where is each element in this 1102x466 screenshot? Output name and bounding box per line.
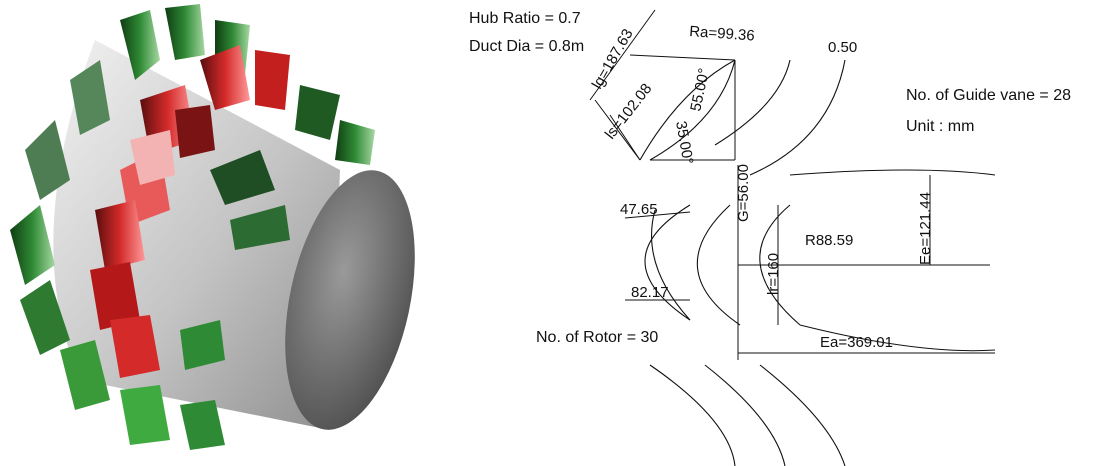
turbine-3d-render [10, 4, 415, 450]
dim-ee: Ee=121.44 [917, 192, 934, 265]
dim-angle-55: 55.00° [687, 67, 713, 113]
dim-g: G=56.00 [735, 164, 752, 222]
dim-ea: Ea=369.01 [820, 334, 893, 351]
dim-angle-35: 35.00° [672, 120, 696, 166]
guide-vane-count-label: No. of Guide vane = 28 [906, 87, 1071, 104]
lower-vanes [649, 364, 846, 466]
dim-r8859: R88.59 [805, 232, 853, 249]
dim-ra: Ra=99.36 [689, 23, 756, 45]
rotor-count-label: No. of Rotor = 30 [536, 329, 658, 346]
hub-end-cap [285, 170, 415, 430]
rotor-cascade [624, 165, 996, 360]
dim-8217: 82.17 [631, 284, 669, 301]
rotor-blades [90, 45, 290, 378]
dim-ls: ls=102.08 [602, 80, 656, 142]
dim-4765: 47.65 [620, 201, 658, 218]
dim-lr: lr=160 [765, 253, 782, 295]
dim-lg: lg=187.63 [589, 26, 637, 92]
guide-vane-profile [589, 9, 846, 176]
unit-label: Unit : mm [906, 118, 974, 135]
guide-vanes-ring [10, 4, 375, 450]
dim-thickness: 0.50 [828, 39, 857, 56]
